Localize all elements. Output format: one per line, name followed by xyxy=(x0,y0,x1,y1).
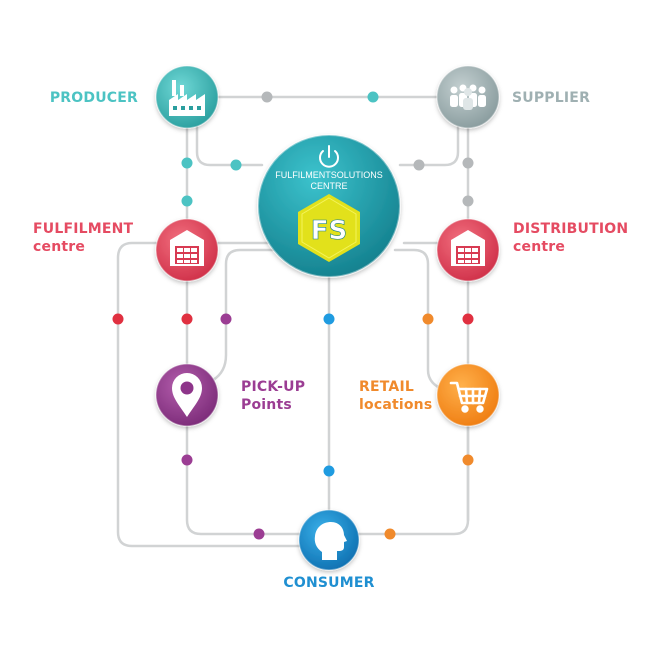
consumer-label: CONSUMER xyxy=(283,575,375,591)
connector-dot xyxy=(253,528,265,540)
line-supplier-hub xyxy=(398,116,460,167)
connector-dot xyxy=(112,313,124,325)
retail-label: RETAIL locations xyxy=(359,379,433,413)
shopping-cart-icon xyxy=(449,381,489,413)
power-icon xyxy=(319,145,339,168)
hub-title-line2: CENTRE xyxy=(310,181,347,191)
connector-dot xyxy=(181,195,193,207)
supplier-label: SUPPLIER xyxy=(512,90,591,106)
connector-dot xyxy=(462,195,474,207)
connector-dot xyxy=(181,313,193,325)
fs-logo-text: FS xyxy=(311,216,348,246)
connector-dot xyxy=(413,159,425,171)
line-hub-retail xyxy=(393,248,442,390)
connector-dot xyxy=(462,157,474,169)
head-profile-icon xyxy=(314,522,347,560)
line-hub-pickup xyxy=(211,248,275,382)
connector-dot xyxy=(230,159,242,171)
producer-label: PRODUCER xyxy=(49,90,138,106)
connector-dot xyxy=(220,313,232,325)
warehouse-icon xyxy=(170,230,204,266)
line-fulfilment-consumer xyxy=(116,241,302,548)
distribution-label: DISTRIBUTION centre xyxy=(513,221,629,255)
connector-dot xyxy=(367,91,379,103)
pickup-label: PICK-UP Points xyxy=(241,379,306,413)
warehouse-icon xyxy=(451,230,485,266)
connector-dot xyxy=(384,528,396,540)
line-producer-hub xyxy=(195,116,264,167)
fulfilment-label: FULFILMENT centre xyxy=(33,221,134,255)
connector-dot xyxy=(261,91,273,103)
line-pickup-consumer xyxy=(185,423,302,536)
connector-dot xyxy=(181,454,193,466)
connector-dot xyxy=(323,313,335,325)
supplier-node xyxy=(436,65,500,129)
location-pin-icon xyxy=(172,373,202,417)
connector-dot xyxy=(462,454,474,466)
people-icon xyxy=(450,84,486,110)
connector-dot xyxy=(181,157,193,169)
connector-dots xyxy=(112,91,474,540)
connector-dot xyxy=(422,313,434,325)
connector-dot xyxy=(462,313,474,325)
hub-title-line1: FULFILMENTSOLUTIONS xyxy=(275,170,383,180)
factory-icon xyxy=(169,80,205,116)
connector-dot xyxy=(323,465,335,477)
fs-logo: FS xyxy=(298,194,360,262)
